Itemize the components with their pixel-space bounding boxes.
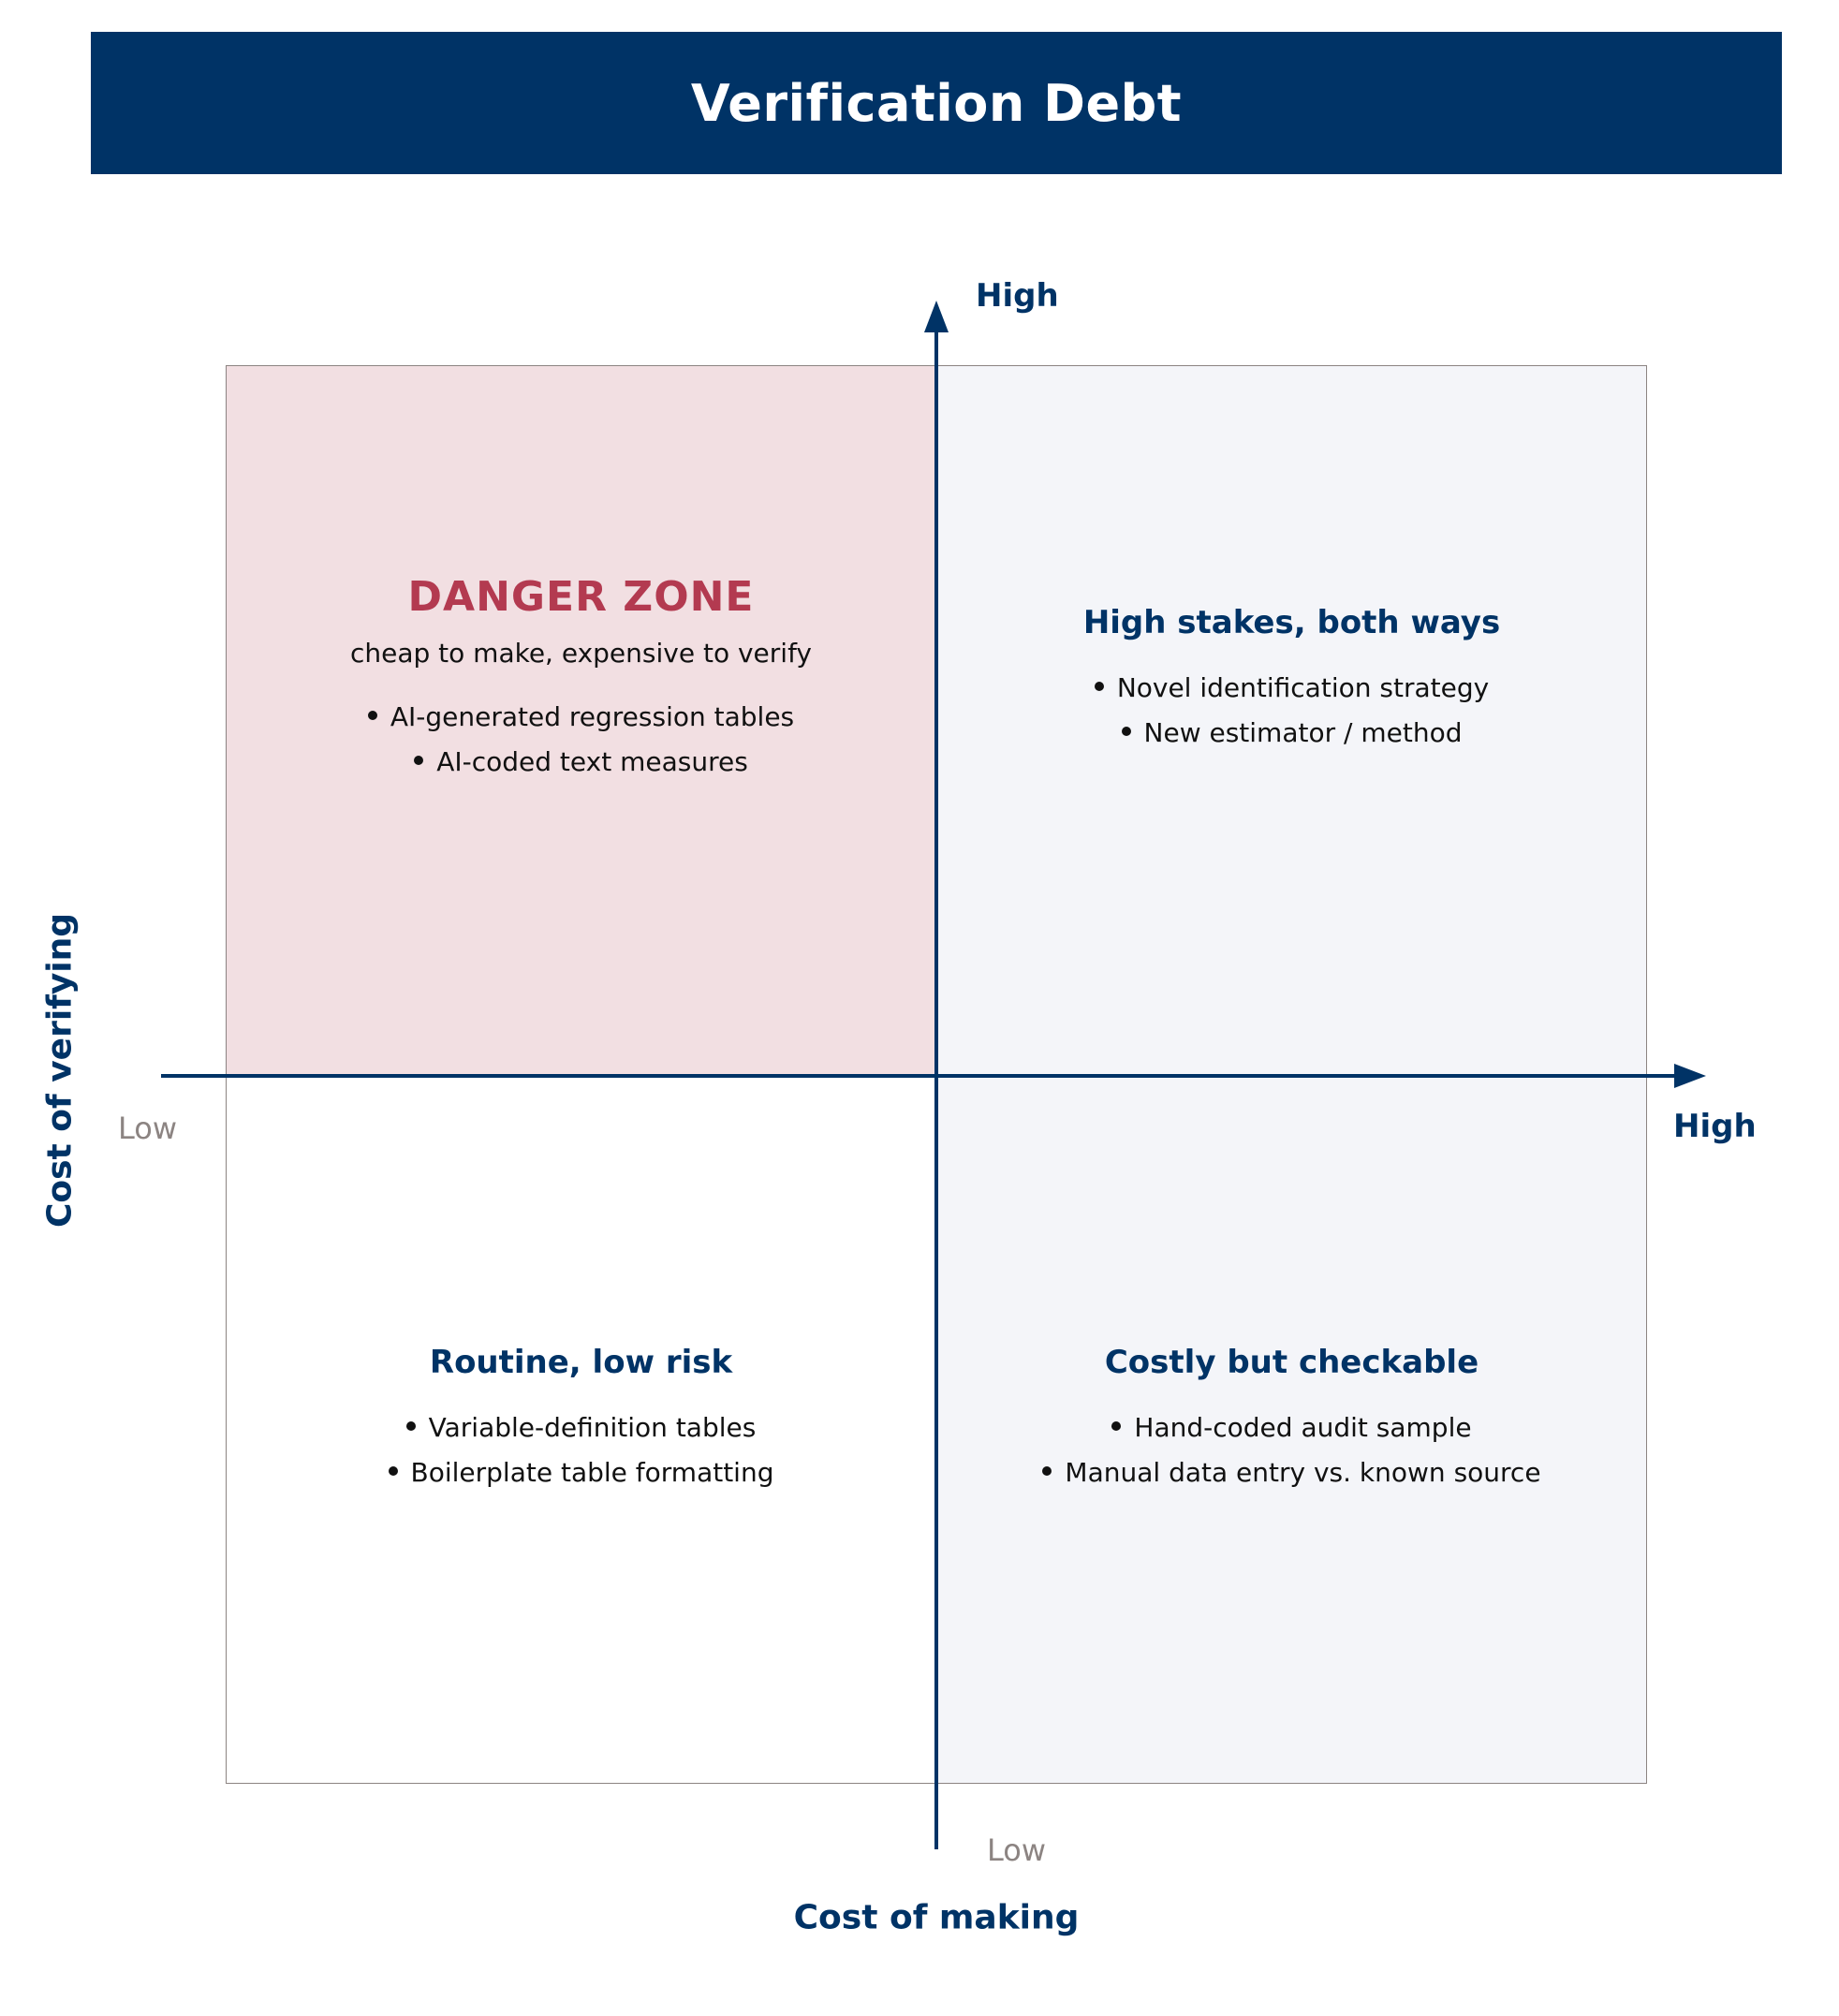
routine-content: Routine, low risk Variable-definition ta… [226, 1344, 936, 1495]
y-axis-low-label: Low [987, 1832, 1047, 1868]
list-item: Variable-definition tables [226, 1405, 936, 1450]
bullet-icon [405, 1421, 416, 1431]
quadrant-high-stakes [936, 365, 1647, 1076]
list-item: New estimator / method [936, 711, 1647, 756]
title-banner: Verification Debt [91, 32, 1782, 174]
diagram-title: Verification Debt [690, 73, 1183, 133]
quadrant-costly-checkable [936, 1076, 1647, 1784]
danger-zone-heading: DANGER ZONE [407, 573, 755, 621]
high-stakes-content: High stakes, both ways Novel identificat… [936, 604, 1647, 756]
y-axis-title: Cost of verifying [40, 912, 80, 1229]
routine-list: Variable-definition tables Boilerplate t… [226, 1405, 936, 1495]
list-item: Novel identification strategy [936, 666, 1647, 711]
high-stakes-heading: High stakes, both ways [1082, 604, 1501, 641]
list-item: Boilerplate table formatting [226, 1450, 936, 1495]
danger-zone-subtitle: cheap to make, expensive to verify [349, 638, 813, 669]
list-item: Manual data entry vs. known source [936, 1450, 1647, 1495]
bullet-icon [1121, 727, 1131, 736]
bullet-icon [388, 1466, 398, 1476]
quadrant-danger-zone [226, 365, 936, 1076]
y-axis-high-label: High [976, 277, 1059, 315]
costly-checkable-content: Costly but checkable Hand-coded audit sa… [936, 1344, 1647, 1495]
y-axis-arrowhead [924, 301, 949, 332]
bullet-icon [414, 756, 424, 765]
x-axis-high-label: High [1673, 1108, 1757, 1145]
routine-heading: Routine, low risk [429, 1344, 733, 1381]
danger-zone-content: DANGER ZONE cheap to make, expensive to … [226, 573, 936, 785]
quadrant-routine [226, 1076, 936, 1784]
danger-zone-list: AI-generated regression tables AI-coded … [226, 695, 936, 785]
x-axis-low-label: Low [118, 1111, 178, 1146]
list-item: AI-generated regression tables [226, 695, 936, 740]
costly-checkable-list: Hand-coded audit sample Manual data entr… [936, 1405, 1647, 1495]
bullet-icon [1042, 1466, 1052, 1476]
x-axis-title: Cost of making [793, 1898, 1080, 1937]
high-stakes-list: Novel identification strategy New estima… [936, 666, 1647, 756]
costly-checkable-heading: Costly but checkable [1104, 1344, 1479, 1381]
x-axis-arrowhead [1674, 1064, 1706, 1088]
list-item: Hand-coded audit sample [936, 1405, 1647, 1450]
bullet-icon [1094, 682, 1104, 691]
bullet-icon [1111, 1421, 1122, 1431]
list-item: AI-coded text measures [226, 740, 936, 785]
bullet-icon [367, 711, 377, 720]
